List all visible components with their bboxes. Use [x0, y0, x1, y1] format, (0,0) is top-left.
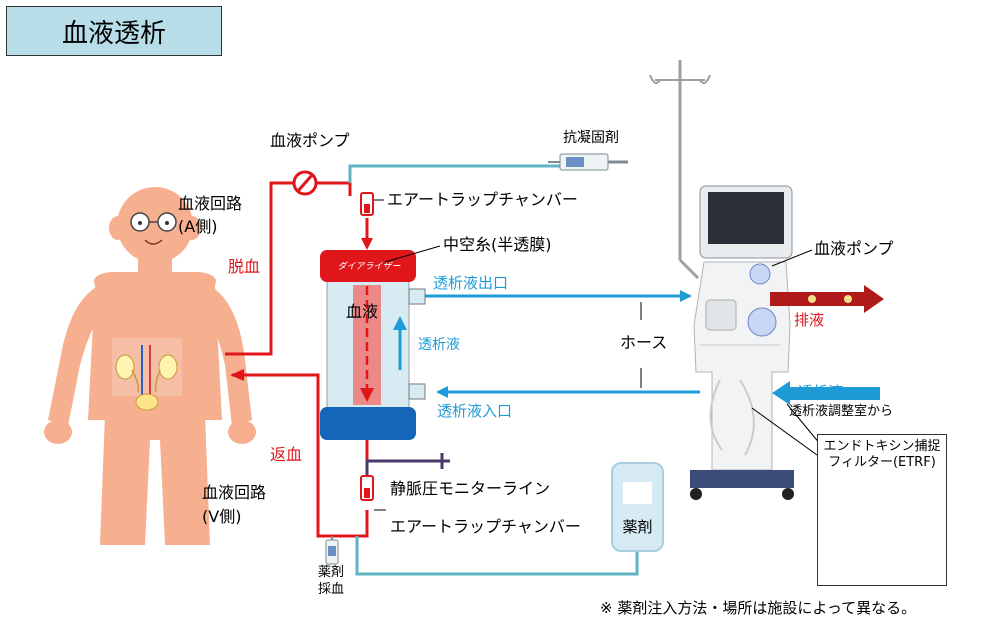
- blood-pump-label: 血液ポンプ: [270, 131, 350, 150]
- dialysate-supply-label: 透析液: [798, 383, 844, 401]
- drug-sampling-label-1: 薬剤: [318, 565, 345, 580]
- dialysate-supply-arrow: [772, 381, 880, 405]
- drain-arrow: [770, 285, 884, 313]
- hose-label: ホース: [620, 333, 668, 352]
- blood-pump-machine-label: 血液ポンプ: [814, 239, 894, 258]
- etrf-title-line2: フィルター(ETRF): [828, 454, 936, 470]
- blood-removal-label: 脱血: [228, 257, 261, 276]
- drug-box: 薬剤: [611, 462, 664, 552]
- hollow-fiber-label: 中空糸(半透膜): [443, 235, 552, 254]
- page-title-text: 血液透析: [61, 18, 166, 49]
- air-trap-chamber-bottom-icon: [360, 475, 386, 511]
- dialyzer: [320, 250, 426, 440]
- air-trap-bottom-label: エアートラップチャンバー: [390, 517, 581, 536]
- venous-monitor-line: [365, 459, 450, 476]
- blood-circuit-a-side-label: (A側): [178, 217, 218, 236]
- blood-pump-icon: [292, 170, 318, 196]
- footnote: ※ 薬剤注入方法・場所は施設によって異なる。: [600, 599, 917, 617]
- dialyzer-label: ダイアライザー: [337, 262, 401, 272]
- blood-circuit-v-side-label: (V側): [202, 507, 242, 526]
- air-trap-chamber-top-icon: [360, 192, 384, 216]
- blood-circuit-a-label: 血液回路: [178, 194, 243, 213]
- drug-sampling-label-2: 採血: [318, 582, 345, 597]
- hollow-fiber-pointer: [384, 245, 441, 263]
- dialysis-machine: [649, 60, 794, 500]
- dialysate-outlet-label: 透析液出口: [433, 274, 509, 292]
- dialysate-room-label: 透析液調整室から: [789, 404, 894, 419]
- etrf-title-line1: エンドトキシン捕捉: [823, 439, 941, 454]
- blood-return-label: 返血: [270, 445, 303, 464]
- syringe-icon: [548, 153, 628, 171]
- etrf-box: エンドトキシン捕捉 フィルター(ETRF): [817, 434, 947, 586]
- anticoagulant-label: 抗凝固剤: [563, 130, 619, 146]
- blood-circuit-v-label: 血液回路: [202, 483, 267, 502]
- return-arrow-icon: [230, 369, 244, 381]
- sampling-syringe-icon: [325, 536, 339, 565]
- venous-monitor-label: 静脈圧モニターライン: [390, 479, 551, 498]
- etrf-title: エンドトキシン捕捉 フィルター(ETRF): [818, 439, 946, 470]
- dialysate-in-dialyzer-label: 透析液: [418, 337, 460, 353]
- human-figure: [44, 187, 256, 545]
- dialysate-inlet-label: 透析液入口: [437, 402, 513, 420]
- page-title: 血液透析: [6, 6, 222, 56]
- drug-window: [623, 482, 652, 504]
- drainage-label: 排液: [794, 311, 825, 329]
- blood-in-dialyzer-label: 血液: [346, 302, 379, 321]
- kidney-organs-icon: [112, 338, 182, 411]
- flow-arrow-down-icon: [361, 238, 373, 250]
- drug-label: 薬剤: [622, 518, 653, 536]
- anticoagulant-line: [348, 164, 560, 183]
- air-trap-top-label: エアートラップチャンバー: [387, 190, 578, 209]
- drug-line: [355, 536, 639, 576]
